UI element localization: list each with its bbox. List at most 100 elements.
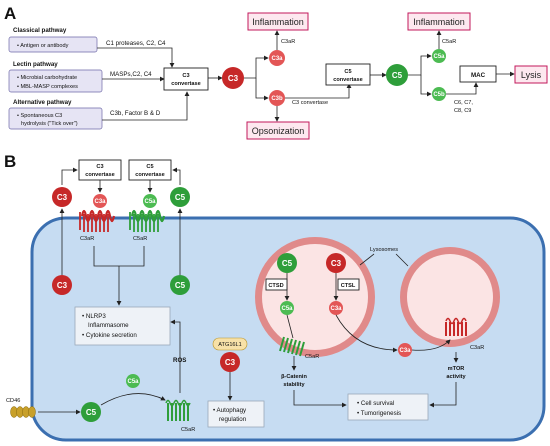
c3ar-label-lyso: C3aR [470, 345, 484, 351]
ctsd-label: CTSD [268, 283, 283, 289]
mac-label: MAC [471, 72, 486, 79]
c5ar-label-a: C5aR [442, 39, 456, 45]
ros-label: ROS [173, 357, 186, 364]
c3a-circle-a [269, 50, 285, 66]
c3-convertase-line2: convertase [171, 81, 201, 87]
inflammation-box-2 [407, 12, 471, 31]
c3-convertase-label-a: C3 convertase [292, 100, 328, 106]
c3-circle-b-out [52, 187, 72, 207]
ros-arrow [170, 319, 181, 393]
c5-label-b-in: C5 [175, 281, 186, 290]
alternative-item-2: hydrolysis ("Tick over") [21, 121, 78, 127]
c5a-circle-b [143, 194, 157, 208]
lectin-input: MASPs,C2, C4 [110, 71, 152, 78]
alternative-box [8, 107, 103, 130]
alternative-title: Alternative pathway [13, 99, 72, 106]
c3-label-a: C3 [228, 74, 239, 83]
opsonization-label: Opsonization [252, 126, 305, 136]
lysosomes-pointer-1 [359, 253, 375, 266]
lectin-pathway: Lectin pathway • Microbial carbohydrate … [8, 61, 165, 93]
classical-box [8, 36, 98, 53]
c3-label-b-in: C3 [57, 281, 68, 290]
c3-convertase-b-line2: convertase [85, 172, 115, 178]
cd46-receptor-icon [10, 406, 36, 418]
c3b-label-a: C3b [271, 96, 283, 102]
lysosomes-label: Lysosomes [370, 247, 398, 253]
classical-pathway: Classical pathway • Antigen or antibody … [8, 27, 175, 68]
c3-label-lyso: C3 [331, 259, 342, 268]
c5ar-label-b-2: C5aR [181, 427, 195, 433]
c3-circle-lyso [326, 253, 346, 273]
c3-to-conv-arrow-b [61, 167, 78, 185]
ctsl-label: CTSL [341, 283, 356, 289]
outcome-line1: • Cell survival [357, 400, 394, 407]
alternative-input: C3b, Factor B & D [110, 110, 161, 117]
panel-a-letter: A [4, 4, 16, 23]
c5-to-c5b-arrow [420, 75, 432, 97]
lysosome-2-lumen [407, 254, 493, 340]
mtor-line2: activity [446, 374, 466, 380]
c3a-circle-lyso [329, 301, 343, 315]
atg16l1-label: ATG16L1 [218, 342, 242, 348]
c3-circle-b-in [52, 275, 72, 295]
inflammation-box-1 [247, 12, 309, 31]
atg16l1-pill [212, 337, 248, 351]
panel-b-letter: B [4, 152, 16, 171]
c3-label-b-atg: C3 [225, 358, 236, 367]
c5a-label-a: C5a [433, 54, 445, 60]
c3a-label-a: C3a [271, 56, 283, 62]
lysis-box [514, 65, 548, 84]
mtor-to-outcome-arrow [429, 382, 457, 408]
autophagy-line1: • Autophagy [213, 407, 247, 414]
c5ar-lyso-receptor-icon [279, 336, 305, 357]
c5ar-receptor-icon [129, 209, 166, 232]
c5b-to-mac-arrow [446, 82, 479, 95]
lectin-box [8, 69, 103, 93]
classical-title: Classical pathway [13, 27, 67, 34]
mtor-line1: mTOR [448, 366, 465, 372]
beta-catenin-to-outcome-arrow [293, 390, 347, 408]
c3b-circle-a [269, 90, 285, 106]
autophagy-box [207, 400, 265, 428]
lectin-item-1: • Microbial carbohydrate [17, 75, 77, 81]
c3-convertase-line1: C3 [182, 73, 189, 79]
c5-label-lyso: C5 [282, 259, 293, 268]
c5b-circle-a [432, 87, 446, 101]
lysis-label: Lysis [521, 70, 542, 80]
beta-catenin-line1: β-Catenin [281, 374, 307, 380]
c5b-label-a: C5b [433, 92, 445, 98]
lectin-item-2: • MBL-MASP complexes [17, 84, 78, 90]
c3-circle-a [222, 67, 244, 89]
c3ar-lyso-receptor-icon [445, 317, 467, 336]
classical-item-1: • Antigen or antibody [17, 43, 69, 49]
c5a-label-b: C5a [144, 199, 156, 205]
outcome-line2: • Tumorigenesis [357, 410, 401, 417]
c5-convertase-line1: C5 [344, 69, 351, 75]
c3a-circle-cytosol [398, 343, 412, 357]
c5-convertase-line2: convertase [333, 77, 363, 83]
c3-circle-b-atg [220, 352, 240, 372]
alternative-pathway: Alternative pathway • Spontaneous C3 hyd… [8, 91, 190, 130]
c5-convertase-b-line1: C5 [146, 164, 153, 170]
inflammation-label-1: Inflammation [252, 17, 304, 27]
nlrp3-line2: Inflammasome [88, 322, 129, 329]
c5-to-c5a-arrow [408, 53, 432, 76]
c5-to-c5ar-curve [100, 393, 166, 406]
c5-circle-b-cd46 [81, 402, 101, 422]
autophagy-line2: regulation [219, 416, 247, 423]
ctsd-box [265, 278, 288, 291]
c5-circle-b-in [170, 275, 190, 295]
mac-inputs-line2: C8, C9 [454, 108, 471, 114]
c3a-to-cytosol-curve [335, 314, 398, 353]
c5a-label-lyso: C5a [281, 306, 293, 312]
ctsl-box [337, 278, 360, 291]
beta-catenin-line2: stability [283, 382, 305, 388]
c3a-label-b: C3a [94, 199, 106, 205]
c5-label-a: C5 [392, 71, 403, 80]
c5a-to-receptor-line [286, 314, 294, 339]
classical-input: C1 proteases, C2, C4 [106, 40, 166, 47]
c3a-to-c3ar-lyso-curve [411, 339, 451, 351]
lysosomes-pointer-2 [395, 253, 409, 267]
nlrp3-box [74, 306, 171, 346]
alternative-item-1: • Spontaneous C3 [17, 113, 62, 119]
